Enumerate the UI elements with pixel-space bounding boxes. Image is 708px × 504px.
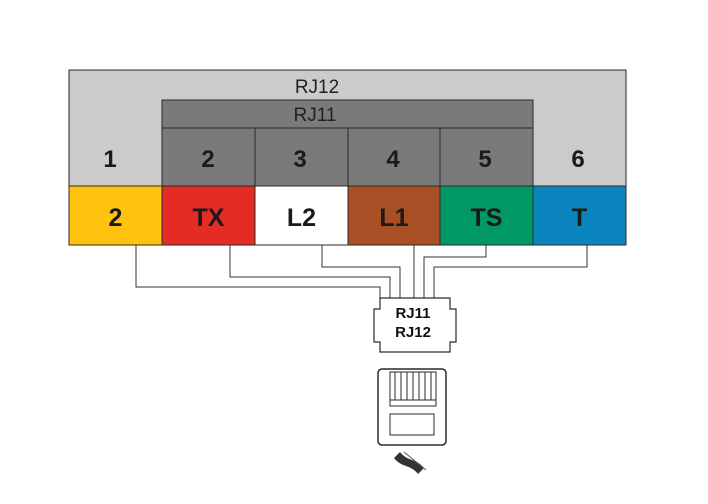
rj-jack-icon: [377, 368, 447, 446]
connector-label-rj12: RJ12: [395, 324, 431, 341]
wire-code-label-6: T: [572, 204, 587, 232]
rj11-header-label: RJ11: [294, 105, 337, 126]
pin-number-2: 2: [201, 146, 214, 173]
wire-code-cell-3: [254, 185, 349, 246]
wire-code-cell-4: [347, 185, 441, 246]
wire-code-label-1: 2: [109, 204, 123, 232]
wire-line-1: [135, 245, 381, 298]
pin-number-3: 3: [293, 146, 306, 173]
connector-label-rj11: RJ11: [395, 305, 430, 322]
wire-line-5: [423, 245, 487, 298]
wire-code-label-5: TS: [471, 204, 503, 232]
rj12-header-label: RJ12: [295, 77, 339, 98]
wire-code-label-3: L2: [287, 204, 316, 232]
pin-number-5: 5: [478, 146, 491, 173]
wire-code-label-2: TX: [193, 204, 225, 232]
wire-code-cell-1: [68, 185, 163, 246]
pin-number-4: 4: [386, 146, 400, 173]
cable-icon: [394, 451, 427, 474]
pin-number-1: 1: [103, 146, 116, 173]
pin-number-6: 6: [571, 146, 584, 173]
wire-code-cell-6: [532, 185, 627, 246]
wire-line-2: [229, 245, 391, 298]
wire-line-6: [433, 245, 588, 298]
wire-code-cell-2: [161, 185, 256, 246]
wire-line-3: [321, 245, 401, 298]
connector-plug: [373, 297, 457, 353]
wire-code-label-4: L1: [379, 204, 408, 232]
